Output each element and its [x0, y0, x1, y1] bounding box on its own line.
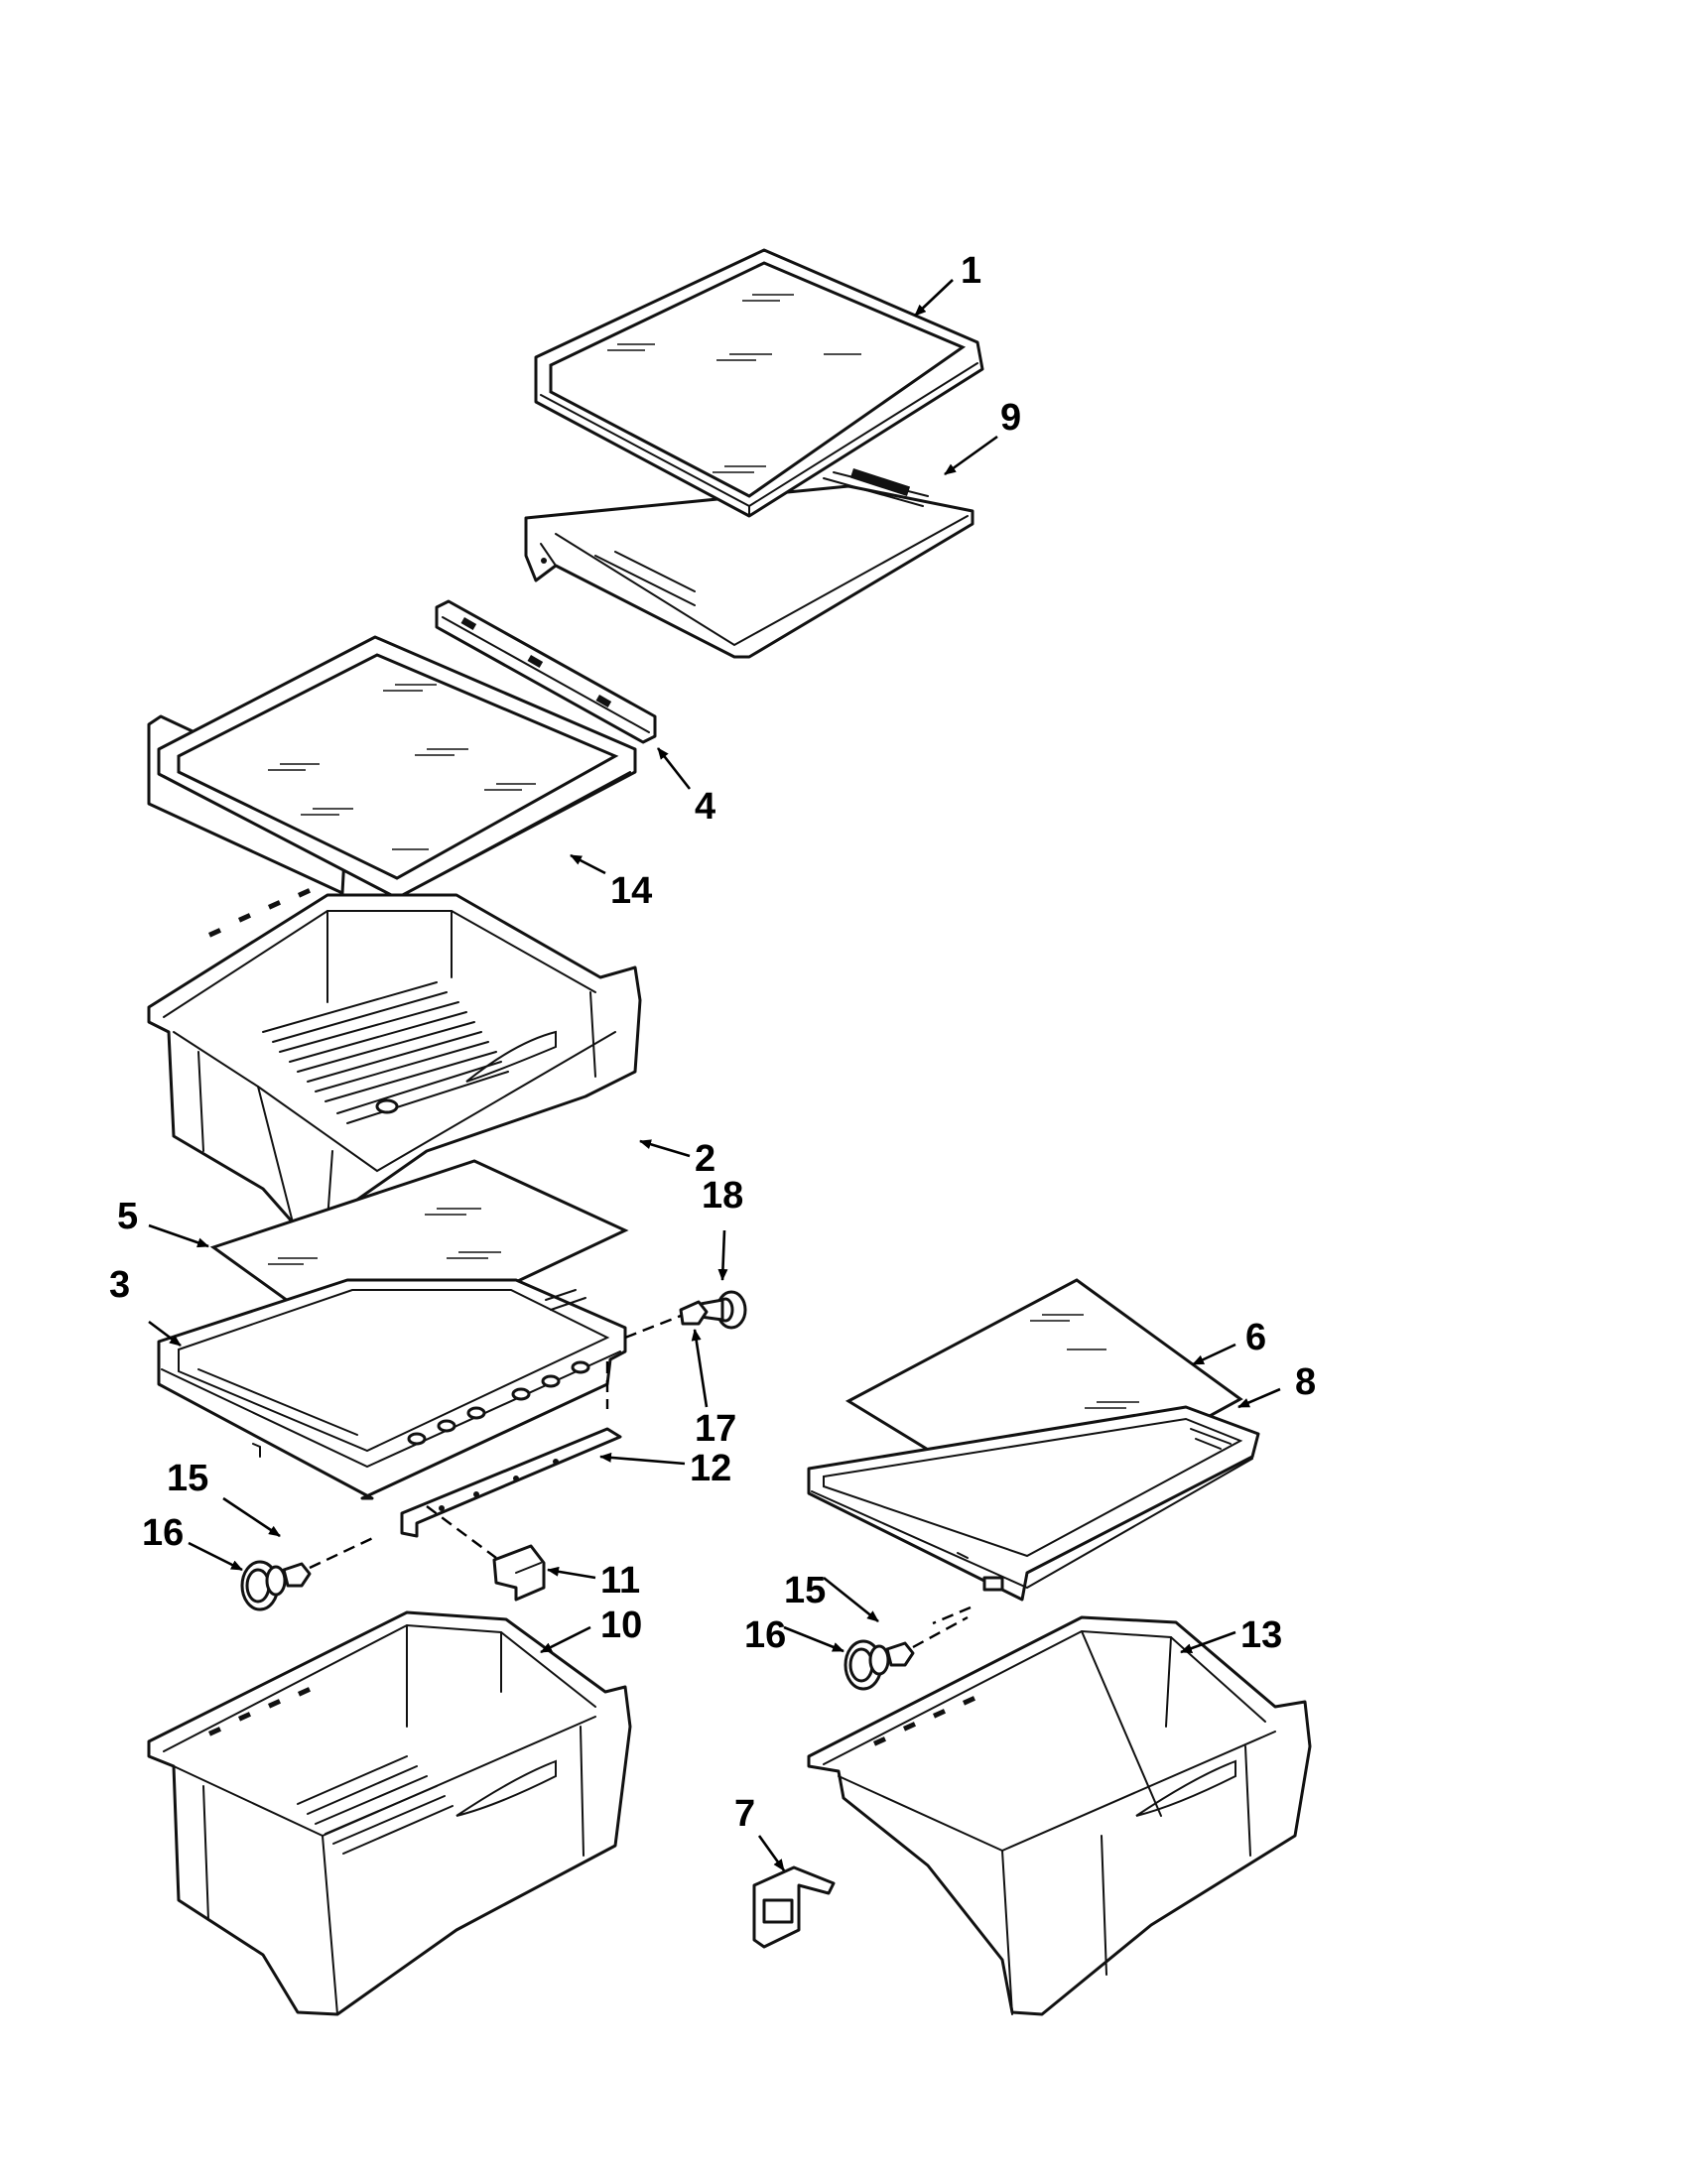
- callout-13: 13: [1240, 1614, 1282, 1656]
- callout-12: 12: [690, 1448, 731, 1489]
- callout-11: 11: [600, 1560, 640, 1602]
- callout-9: 9: [1000, 397, 1021, 439]
- part-2-crisper-drawer: [147, 888, 642, 1224]
- cover-holes: [407, 1360, 590, 1446]
- callout-3: 3: [109, 1264, 130, 1306]
- callout-15-left: 15: [167, 1458, 208, 1499]
- callout-14: 14: [610, 870, 652, 912]
- callout-15-right: 15: [784, 1570, 826, 1611]
- callout-2: 2: [695, 1138, 715, 1180]
- part-1-glass-shelf: [534, 248, 984, 518]
- part-15-screw-right: [885, 1615, 969, 1667]
- part-15-screw-left: [282, 1534, 378, 1588]
- part-18-wheel: [699, 1290, 747, 1330]
- part-8-cover-frame-right: [807, 1405, 1260, 1625]
- part-16-wheel-left: [240, 1560, 287, 1611]
- callout-16-left: 16: [142, 1512, 184, 1554]
- callout-4: 4: [695, 786, 715, 828]
- callout-8: 8: [1295, 1361, 1316, 1403]
- part-4-rear-rail: [435, 599, 657, 744]
- part-10-drawer-left: [147, 1610, 632, 2016]
- callout-18: 18: [702, 1175, 743, 1217]
- part-7-small-bracket: [752, 1865, 836, 1949]
- drawer-ribs: [262, 981, 509, 1124]
- callout-labels: 1 9 4 14 2 18 5 3 17 12 15 16 11 10 6 8 …: [109, 250, 1316, 1835]
- callout-1: 1: [961, 250, 981, 292]
- callout-7: 7: [734, 1793, 755, 1835]
- part-16-wheel-right: [844, 1639, 890, 1691]
- part-11-clip: [426, 1505, 546, 1602]
- callout-10: 10: [600, 1605, 642, 1646]
- drawer-ribs: [297, 1755, 454, 1855]
- part-3-cover-frame: [157, 1278, 627, 1500]
- callout-16-right: 16: [744, 1614, 786, 1656]
- callout-5: 5: [117, 1196, 138, 1237]
- part-13-drawer-right: [807, 1615, 1312, 2016]
- callout-17: 17: [695, 1408, 736, 1450]
- glass-glare-lines: [268, 684, 536, 850]
- part-9-shelf-frame: [524, 468, 974, 659]
- part-12-bracket: [400, 1427, 622, 1538]
- callout-6: 6: [1245, 1317, 1266, 1358]
- glass-glare-lines: [607, 294, 861, 473]
- leader-arrows: [148, 279, 1281, 1871]
- part-17-screw: [624, 1300, 709, 1340]
